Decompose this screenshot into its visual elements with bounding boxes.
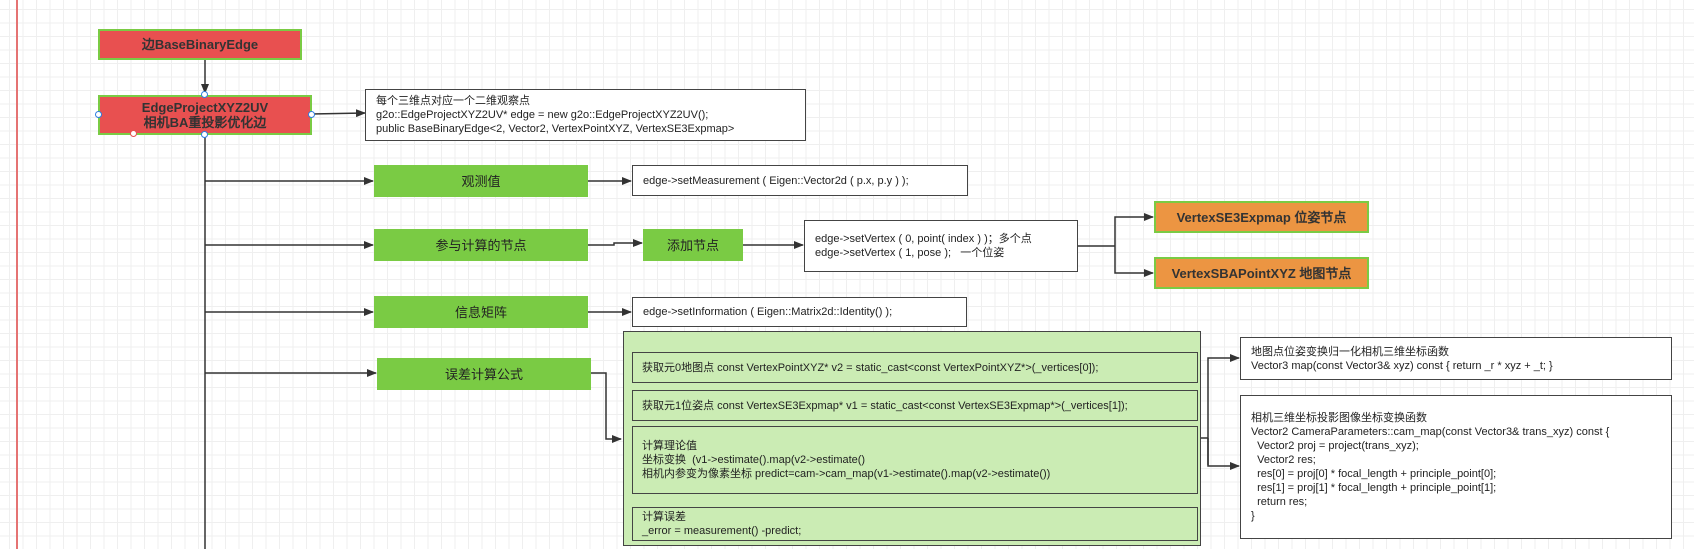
edge-project-label-line1: EdgeProjectXYZ2UV xyxy=(141,100,269,115)
participating-nodes-label: 参与计算的节点 xyxy=(435,237,527,253)
error-formula-label: 误差计算公式 xyxy=(444,366,523,382)
note-line: Vector3 map(const Vector3& xyz) const { … xyxy=(1251,359,1553,372)
note-line: 获取元0地图点 const VertexPointXYZ* v2 = stati… xyxy=(642,361,1099,374)
error-formula-node[interactable]: 误差计算公式 xyxy=(377,358,591,390)
get-map-point-step: 获取元0地图点 const VertexPointXYZ* v2 = stati… xyxy=(632,352,1198,383)
note-line: 相机内参变为像素坐标 predict=cam->cam_map(v1->esti… xyxy=(642,468,1051,480)
note-line: Vector2 CameraParameters::cam_map(const … xyxy=(1251,426,1610,438)
vertex-sba-pointxyz-node[interactable]: VertexSBAPointXYZ 地图节点 xyxy=(1154,257,1369,289)
note-line: return res; xyxy=(1251,496,1308,508)
note-line: res[1] = proj[1] * focal_length + princi… xyxy=(1251,482,1497,494)
note-line: } xyxy=(1251,510,1255,522)
note-line: edge->setVertex ( 0, point( index ) )；多个… xyxy=(815,233,1032,245)
information-matrix-node[interactable]: 信息矩阵 xyxy=(374,296,588,328)
add-node-node[interactable]: 添加节点 xyxy=(643,229,743,261)
arrow-participating-to-add xyxy=(587,239,643,247)
arrow-to-se3 xyxy=(1114,213,1154,246)
add-node-label: 添加节点 xyxy=(666,237,719,253)
base-binary-edge-label: 边BaseBinaryEdge xyxy=(141,37,259,52)
arrow-error-to-theory xyxy=(591,372,622,443)
rotate-handle[interactable] xyxy=(130,130,137,137)
participating-nodes-node[interactable]: 参与计算的节点 xyxy=(374,229,588,261)
note-line: Vector2 proj = project(trans_xyz); xyxy=(1251,440,1419,452)
edge-project-label-line2: 相机BA重投影优化边 xyxy=(143,115,267,130)
set-vertex-note: edge->setVertex ( 0, point( index ) )；多个… xyxy=(804,220,1078,272)
arrow-to-sba xyxy=(1114,246,1154,277)
note-line: Vector2 res; xyxy=(1251,454,1316,466)
note-line: edge->setInformation ( Eigen::Matrix2d::… xyxy=(643,306,893,318)
set-measurement-note: edge->setMeasurement ( Eigen::Vector2d (… xyxy=(632,165,968,196)
note-line: 相机三维坐标投影图像坐标变换函数 xyxy=(1251,412,1427,424)
set-information-note: edge->setInformation ( Eigen::Matrix2d::… xyxy=(632,297,967,327)
observation-label: 观测值 xyxy=(461,173,501,189)
information-matrix-label: 信息矩阵 xyxy=(454,304,507,320)
map-function-note: 地图点位姿变换归一化相机三维坐标函数 Vector3 map(const Vec… xyxy=(1240,337,1672,380)
note-line: 计算误差 xyxy=(642,511,686,523)
edge-project-xyz2uv-node[interactable]: EdgeProjectXYZ2UV 相机BA重投影优化边 xyxy=(98,95,312,135)
note-line: 计算理论值 xyxy=(642,440,697,452)
note-line: 地图点位姿变换归一化相机三维坐标函数 xyxy=(1251,345,1449,358)
vertex-se3-expmap-node[interactable]: VertexSE3Expmap 位姿节点 xyxy=(1154,201,1369,233)
note-line: 坐标变换 (v1->estimate().map(v2->estimate() xyxy=(642,454,866,466)
connection-handle-left[interactable] xyxy=(95,111,102,118)
connection-handle-top[interactable] xyxy=(201,91,208,98)
compute-error-step: 计算误差 _error = measurement() -predict; xyxy=(632,507,1198,541)
arrow-to-map-func xyxy=(1207,354,1240,465)
arrow-project-to-decl xyxy=(310,109,366,118)
observation-node[interactable]: 观测值 xyxy=(374,165,588,197)
base-binary-edge-node[interactable]: 边BaseBinaryEdge xyxy=(98,29,302,60)
note-line: _error = measurement() -predict; xyxy=(642,525,802,537)
arrow-to-cam-map-func xyxy=(1207,438,1240,470)
vertex-se3-label: VertexSE3Expmap 位姿节点 xyxy=(1176,209,1347,225)
vertex-sba-label: VertexSBAPointXYZ 地图节点 xyxy=(1171,265,1352,281)
note-line: res[0] = proj[0] * focal_length + princi… xyxy=(1251,468,1497,480)
page-margin-line xyxy=(16,0,18,549)
note-line: 每个三维点对应一个二维观察点 xyxy=(376,95,530,107)
note-line: g2o::EdgeProjectXYZ2UV* edge = new g2o::… xyxy=(376,109,709,121)
get-pose-point-step: 获取元1位姿点 const VertexSE3Expmap* v1 = stat… xyxy=(632,390,1198,421)
cam-map-function-note: 相机三维坐标投影图像坐标变换函数 Vector2 CameraParameter… xyxy=(1240,395,1672,539)
note-line: 获取元1位姿点 const VertexSE3Expmap* v1 = stat… xyxy=(642,399,1128,412)
note-line: edge->setVertex ( 1, pose ); 一个位姿 xyxy=(815,247,1005,259)
connection-handle-bottom[interactable] xyxy=(201,131,208,138)
compute-theory-step: 计算理论值 坐标变换 (v1->estimate().map(v2->estim… xyxy=(632,426,1198,494)
note-line: public BaseBinaryEdge<2, Vector2, Vertex… xyxy=(376,123,735,135)
note-line: edge->setMeasurement ( Eigen::Vector2d (… xyxy=(643,174,909,187)
edge-declaration-note: 每个三维点对应一个二维观察点 g2o::EdgeProjectXYZ2UV* e… xyxy=(365,89,806,141)
connection-handle-right[interactable] xyxy=(308,111,315,118)
